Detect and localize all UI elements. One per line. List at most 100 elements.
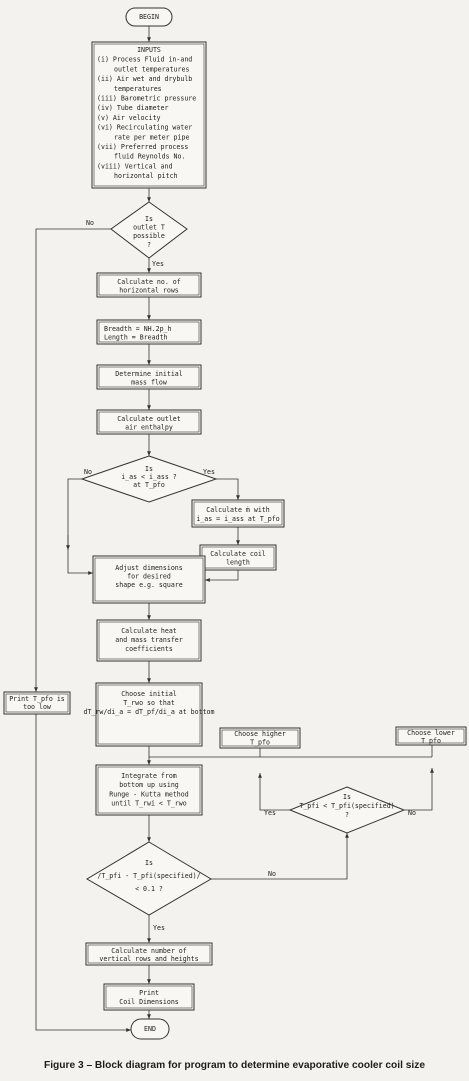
arrow-diff-no [211,833,349,880]
print_low-line: Print T_pfo is [9,695,65,703]
integrate-line: until T_rwi < T_rwo [111,800,186,808]
label-tpfi-no: No [408,809,416,817]
ias_check-line: Is [145,465,153,473]
diff_check-line: Is [145,859,153,867]
label-outlet-no: No [86,219,94,227]
heat_mass-line: coefficients [125,645,173,653]
heat_mass-line: and mass transfer [115,636,183,644]
label-ias-no: No [84,468,92,476]
inputs-line: (ii) Air wet and drybulb [97,75,192,83]
inputs-line: horizontal pitch [114,172,178,180]
begin-terminal: BEGIN [125,7,173,27]
adjust-line: shape e.g. square [115,581,183,589]
end-terminal: END [130,1018,170,1040]
label-diff-no: No [268,870,276,878]
diff-check-decision: Is/T_pfi - T_pfi(specified)/ < 0.1 ? [86,841,212,916]
connectors [34,26,434,1032]
calc_vertical-line: vertical rows and heights [99,955,198,963]
calc_rows-line: Calculate no. of [117,278,181,286]
integrate-line: Integrate from [121,772,177,780]
outlet_possible-line: possible [133,232,165,240]
inputs-line: temperatures [114,85,162,93]
outlet_enthalpy-line: air enthalpy [125,424,173,432]
arrow-ias-yes [216,478,240,500]
label-tpfi-yes: Yes [264,809,276,817]
arrow-tpfi-no [404,768,434,811]
diff_check-line: /T_pfi - T_pfi(specified)/ [97,872,200,880]
end-line: END [144,1025,156,1033]
inputs-line: (iii) Barometric pressure [97,95,196,103]
outlet_enthalpy-line: Calculate outlet [117,415,181,423]
begin-line: BEGIN [139,13,159,21]
tpfi_check-line: ? [345,811,349,819]
tpfi_check-line: Is [343,793,351,801]
arrow-coillength-adjust [205,570,239,582]
init_mass-line: mass flow [131,379,167,387]
choose_initial-line: Choose initial [121,690,177,698]
ias_check-line: at T_pfo [133,481,165,489]
inputs-line: rate per meter pipe [114,133,189,141]
diff-check-text: Is/T_pfi - T_pfi(specified)/ < 0.1 ? [97,859,200,893]
integrate-line: bottom up using [119,781,179,789]
choose_higher-line: T_pfo [250,739,270,747]
print_coil-line: Print [139,989,159,997]
label-outlet-yes: Yes [152,260,164,268]
label-diff-yes: Yes [153,924,165,932]
choose_lower-line: T_pfo [421,737,441,745]
diff_check-line: < 0.1 ? [135,885,163,893]
init_mass-line: Determine initial [115,370,183,378]
calc_m-line: i_as = i_ass at T_pfo [196,515,279,523]
arrow-ias-no [67,478,93,575]
inputs-line: INPUTS [137,46,161,54]
adjust-line: for desired [127,573,171,581]
inputs-line: (viii) Vertical and [97,162,172,170]
print_coil-line: Coil Dimensions [119,998,179,1006]
begin-label: BEGIN [139,13,159,21]
tpfi_check-line: T_pfi < T_pfi(specified) [299,802,394,810]
outlet_possible-line: Is [145,215,153,223]
end-label: END [144,1025,156,1033]
breadth-line: Length = Breadth [104,334,168,342]
inputs-line: outlet temperatures [114,65,189,73]
outlet_possible-line: outlet T [133,224,165,232]
heat_mass-line: Calculate heat [121,627,177,635]
outlet_possible-line: ? [147,241,151,249]
arrow-tpfi-yes [258,773,290,811]
arrow-outlet-no [34,228,111,692]
adjust-line: Adjust dimensions [115,564,183,572]
choose_higher-line: Choose higher [234,730,286,738]
choose_initial-line: T_rwo so that [123,699,175,707]
coil_length-line: Calculate coil [210,550,266,558]
inputs-line: (i) Process Fluid in-and [97,56,192,64]
